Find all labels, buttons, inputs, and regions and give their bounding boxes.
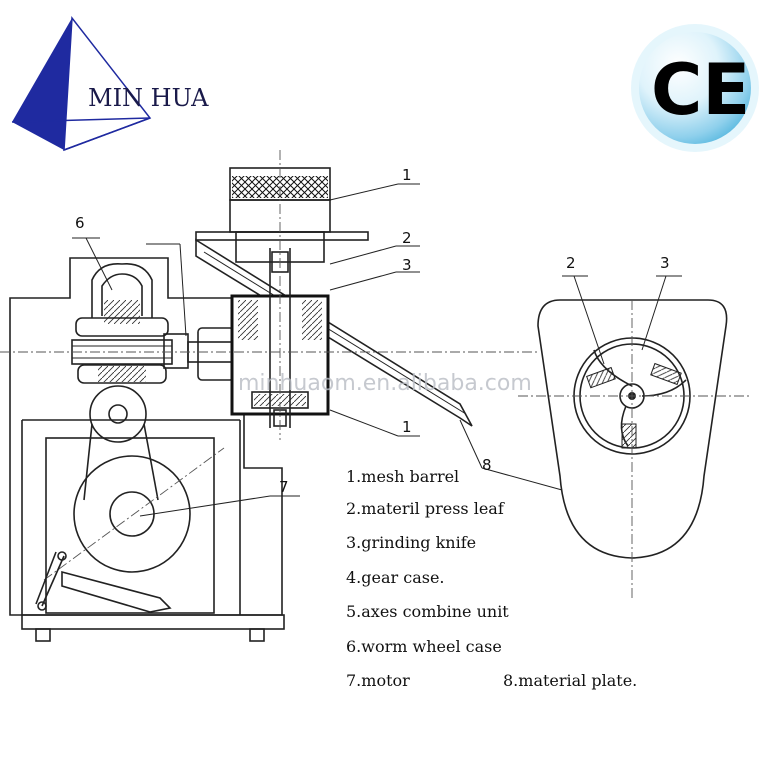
callout-2-side: 2 [566, 254, 576, 272]
callout-1-bottom: 1 [402, 418, 412, 436]
brand-name: MIN HUA [88, 84, 209, 112]
legend-item-2: 2.materil press leaf [346, 499, 505, 518]
callout-3: 3 [402, 256, 412, 274]
legend-item-4: 4.gear case. [346, 568, 445, 587]
legend-item-3: 3.grinding knife [346, 533, 476, 552]
watermark: minhuaom.en.alibaba.com [238, 371, 532, 396]
front-view [9, 257, 285, 642]
legend-item-7: 7.motor [346, 671, 410, 690]
callout-8: 8 [482, 456, 492, 474]
ce-badge: CE [631, 24, 759, 152]
grinding-head [0, 150, 540, 440]
legend-item-1: 1.mesh barrel [346, 467, 459, 486]
legend-item-5: 5.axes combine unit [346, 602, 509, 621]
callout-3-side: 3 [660, 254, 670, 272]
brand-logo: MIN HUA [11, 15, 209, 152]
callout-2: 2 [402, 229, 412, 247]
legend: 1.mesh barrel 2.materil press leaf 3.gri… [346, 467, 637, 690]
legend-item-6: 6.worm wheel case [346, 637, 502, 656]
callouts: 1 2 3 1 6 7 8 2 3 [72, 166, 682, 517]
callout-6: 6 [75, 214, 85, 232]
side-view [518, 299, 750, 598]
ce-mark: CE [651, 49, 750, 131]
callout-1-top: 1 [402, 166, 412, 184]
legend-item-8: 8.material plate. [503, 671, 637, 690]
callout-7: 7 [279, 478, 289, 496]
